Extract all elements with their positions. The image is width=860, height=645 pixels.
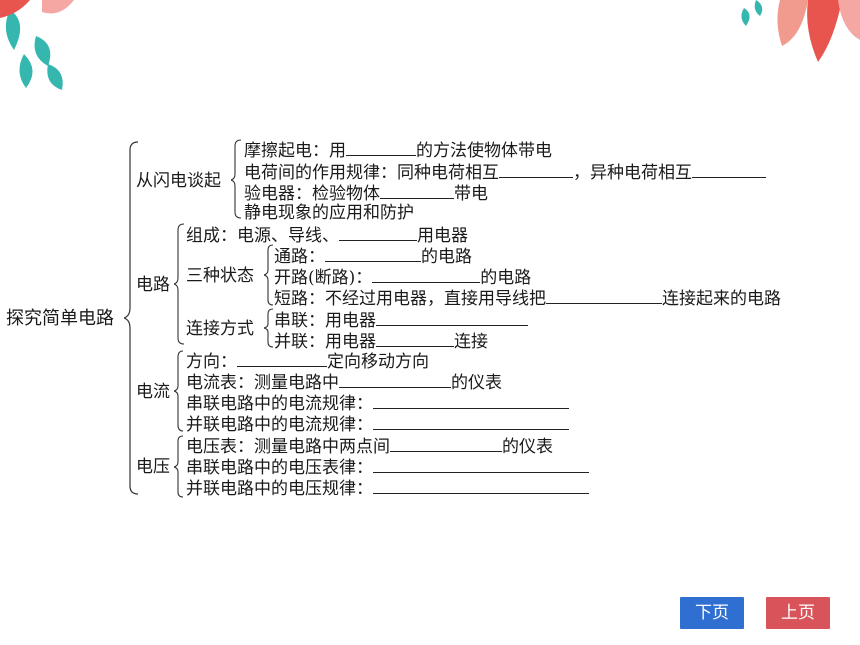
text: 并联电路中的电压规律：: [186, 479, 373, 499]
prev-page-button[interactable]: 上页: [766, 597, 830, 629]
section-title-voltage: 电压: [136, 457, 170, 477]
circuit-composition: 组成：电源、导线、 用电器: [186, 224, 468, 246]
answer-blank[interactable]: [237, 350, 327, 367]
text: 的仪表: [502, 437, 553, 457]
current-direction: 方向： 定向移动方向: [186, 350, 429, 372]
connection-parallel: 并联：用电器 连接: [274, 330, 488, 352]
answer-blank[interactable]: [376, 309, 528, 326]
answer-blank[interactable]: [692, 161, 766, 178]
section-title-flash: 从闪电谈起: [136, 171, 221, 191]
brace-current: [174, 350, 184, 432]
root-topic: 探究简单电路: [6, 308, 114, 329]
text: 并联：用电器: [274, 332, 376, 352]
state-open: 开路(断路)： 的电路: [274, 266, 531, 288]
text: 串联电路中的电压表律：: [186, 458, 373, 478]
brace-connect: [264, 308, 274, 348]
ammeter: 电流表：测量电路中 的仪表: [186, 371, 502, 393]
brace-main: [124, 141, 139, 495]
text: ，异种电荷相互: [573, 163, 692, 183]
brace-voltage: [174, 435, 184, 498]
leaf-shape: [777, 0, 808, 46]
text: 连接起来的电路: [662, 289, 781, 309]
text: 连接: [454, 332, 488, 352]
flash-item-charge-law: 电荷间的作用规律：同种电荷相互 ，异种电荷相互: [244, 161, 766, 183]
text: 串联电路中的电流规律：: [186, 394, 373, 414]
section-title-current: 电流: [136, 382, 170, 402]
text: 带电: [454, 184, 488, 204]
section-title-circuit: 电路: [136, 275, 170, 295]
flash-item-electroscope: 验电器：检验物体 带电: [244, 182, 488, 204]
answer-blank[interactable]: [339, 371, 451, 388]
voltage-parallel-rule: 并联电路中的电压规律：: [186, 477, 589, 499]
connection-series: 串联：用电器: [274, 309, 528, 331]
circuit-states-label: 三种状态: [186, 266, 254, 286]
current-series-rule: 串联电路中的电流规律：: [186, 392, 569, 414]
brace-flash: [231, 139, 242, 219]
answer-blank[interactable]: [376, 330, 454, 347]
text: 的电路: [421, 247, 472, 267]
text: 组成：电源、导线、: [186, 226, 339, 246]
leaf-shape: [47, 64, 63, 90]
current-parallel-rule: 并联电路中的电流规律：: [186, 413, 569, 435]
brace-states: [264, 244, 274, 306]
leaf-shape: [0, 0, 30, 18]
leaf-shape: [42, 0, 74, 14]
text: 用电器: [417, 226, 468, 246]
leaf-shape: [754, 0, 763, 16]
answer-blank[interactable]: [499, 161, 573, 178]
leaf-decoration-left: [0, 0, 74, 90]
state-closed: 通路： 的电路: [274, 245, 472, 267]
answer-blank[interactable]: [373, 456, 589, 473]
circuit-connection-label: 连接方式: [186, 319, 254, 339]
answer-blank[interactable]: [339, 224, 417, 241]
text: 定向移动方向: [327, 352, 429, 372]
text: 开路(断路)：: [274, 268, 373, 288]
answer-blank[interactable]: [372, 266, 481, 283]
text: 电流表：测量电路中: [186, 373, 339, 393]
answer-blank[interactable]: [546, 287, 662, 304]
voltmeter: 电压表：测量电路中两点间 的仪表: [186, 435, 553, 457]
flash-item-static: 静电现象的应用和防护: [244, 203, 414, 223]
flash-item-friction: 摩擦起电：用 的方法使物体带电: [244, 139, 552, 161]
text: 的仪表: [451, 373, 502, 393]
text: 并联电路中的电流规律：: [186, 415, 373, 435]
text: 串联：用电器: [274, 311, 376, 331]
answer-blank[interactable]: [325, 245, 421, 262]
leaf-shape: [5, 10, 21, 50]
state-short: 短路：不经过用电器，直接用导线把 连接起来的电路: [274, 287, 781, 309]
leaf-shape: [19, 54, 33, 88]
next-page-button[interactable]: 下页: [680, 597, 744, 629]
answer-blank[interactable]: [346, 139, 416, 156]
answer-blank[interactable]: [373, 477, 589, 494]
text: 的方法使物体带电: [416, 141, 552, 161]
leaf-shape: [741, 8, 750, 26]
text: 电荷间的作用规律：同种电荷相互: [244, 163, 499, 183]
text: 电压表：测量电路中两点间: [186, 437, 390, 457]
leaf-decoration-right: [741, 0, 860, 62]
text: 摩擦起电：用: [244, 141, 346, 161]
text: 通路：: [274, 247, 325, 267]
text: 验电器：检验物体: [244, 184, 380, 204]
leaf-shape: [34, 36, 51, 66]
voltage-series-rule: 串联电路中的电压表律：: [186, 456, 589, 478]
text: 短路：不经过用电器，直接用导线把: [274, 289, 546, 309]
text: 的电路: [480, 268, 532, 288]
answer-blank[interactable]: [380, 182, 454, 199]
answer-blank[interactable]: [373, 392, 569, 409]
answer-blank[interactable]: [390, 435, 502, 452]
answer-blank[interactable]: [373, 413, 569, 430]
text: 方向：: [186, 352, 237, 372]
leaf-shape: [807, 0, 842, 62]
leaf-shape: [838, 0, 860, 40]
brace-circuit: [174, 223, 185, 345]
